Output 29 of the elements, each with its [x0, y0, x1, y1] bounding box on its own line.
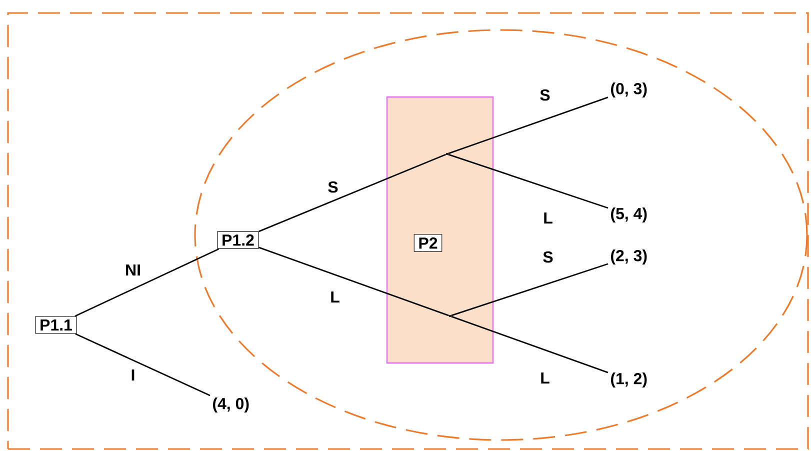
edge-label: I	[132, 370, 134, 380]
edge-label: L	[331, 292, 340, 302]
shaded-region	[386, 96, 494, 364]
edge-label: S	[540, 89, 550, 101]
branch-line	[74, 248, 220, 317]
payoff-label: (2, 3)	[611, 250, 647, 264]
branch-line	[451, 316, 608, 374]
branch-line	[258, 246, 450, 316]
edge-label: S	[543, 251, 553, 263]
player-box: P2	[414, 234, 442, 252]
branch-line	[448, 154, 608, 209]
branch-line	[451, 263, 608, 316]
payoff-label: (5, 4)	[611, 208, 647, 222]
payoff-label: (1, 2)	[611, 372, 647, 388]
branch-line	[75, 333, 210, 396]
payoff-label: (4, 0)	[213, 398, 249, 412]
edge-label: S	[328, 181, 338, 193]
player-box: P1.1	[35, 316, 77, 334]
edge-label: L	[541, 372, 550, 384]
decision-point	[446, 152, 448, 156]
branch-line	[448, 96, 608, 154]
edge-label: L	[544, 212, 552, 224]
dashed-frame	[7, 12, 809, 450]
dashed-ellipse	[194, 29, 808, 441]
payoff-label: (0, 3)	[611, 82, 647, 98]
player-box: P1.2	[217, 231, 259, 249]
branch-line	[258, 154, 446, 232]
edge-label: NI	[126, 264, 140, 276]
decision-point	[448, 314, 452, 318]
